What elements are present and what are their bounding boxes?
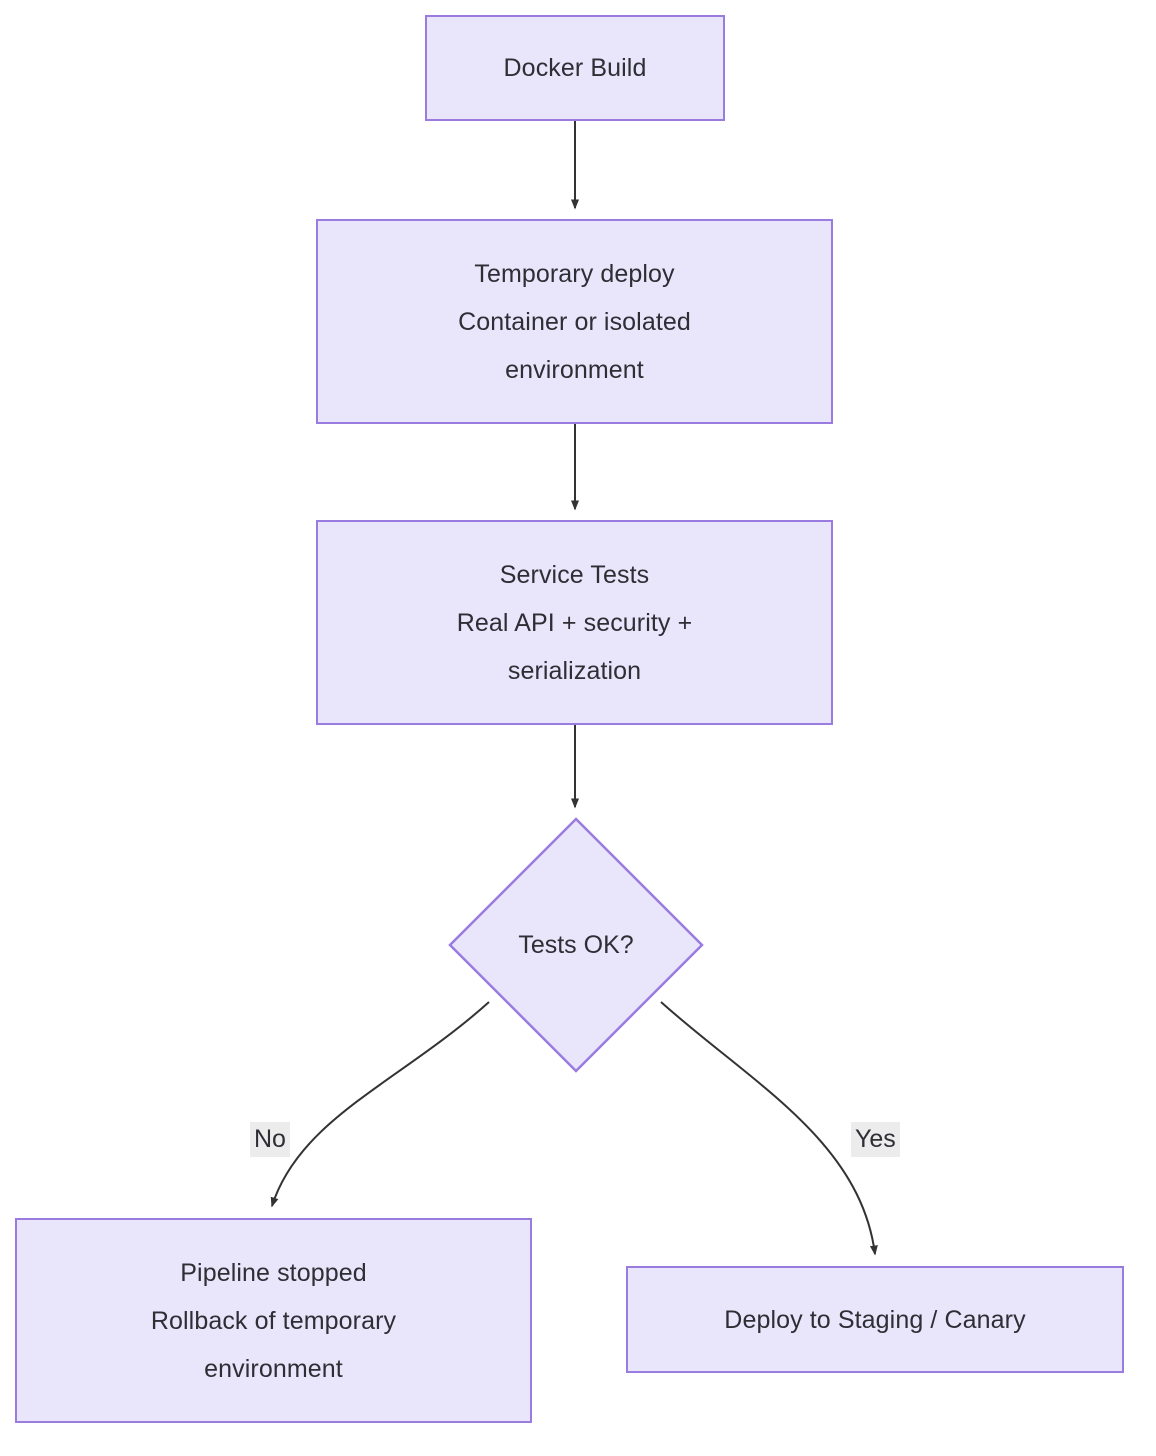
node-text-line: Deploy to Staging / Canary bbox=[724, 1305, 1026, 1334]
node-text-line: Real API + security + bbox=[456, 608, 693, 637]
node-deploy-staging[interactable]: Deploy to Staging / Canary bbox=[626, 1266, 1124, 1373]
node-docker-build[interactable]: Docker Build bbox=[425, 15, 725, 121]
node-tests-ok-label: Tests OK? bbox=[518, 930, 634, 959]
node-text-line: Docker Build bbox=[503, 54, 647, 82]
node-deploy-staging-label: Deploy to Staging / Canary bbox=[628, 1296, 1122, 1344]
node-text-line: serialization bbox=[507, 656, 642, 685]
node-temporary-deploy-label: Temporary deploy Container or isolated e… bbox=[318, 250, 831, 394]
node-text-line: environment bbox=[204, 1354, 343, 1383]
node-text-line: Pipeline stopped bbox=[180, 1258, 367, 1287]
node-text-line: Container or isolated bbox=[458, 307, 691, 336]
edge-label-no: No bbox=[250, 1122, 290, 1158]
node-text-line: environment bbox=[505, 355, 644, 384]
node-text-line: Temporary deploy bbox=[474, 259, 675, 288]
node-pipeline-stopped-label: Pipeline stopped Rollback of temporary e… bbox=[17, 1249, 530, 1393]
node-temporary-deploy[interactable]: Temporary deploy Container or isolated e… bbox=[316, 219, 833, 424]
node-pipeline-stopped[interactable]: Pipeline stopped Rollback of temporary e… bbox=[15, 1218, 532, 1423]
edge-label-yes: Yes bbox=[851, 1122, 900, 1158]
node-text-line: Service Tests bbox=[499, 560, 650, 589]
diamond-shape bbox=[448, 817, 704, 1073]
node-text-line: Rollback of temporary bbox=[150, 1306, 397, 1335]
node-service-tests[interactable]: Service Tests Real API + security + seri… bbox=[316, 520, 833, 725]
node-docker-build-label: Docker Build bbox=[427, 44, 723, 92]
node-service-tests-label: Service Tests Real API + security + seri… bbox=[318, 551, 831, 695]
node-tests-ok[interactable]: Tests OK? bbox=[448, 817, 704, 1073]
